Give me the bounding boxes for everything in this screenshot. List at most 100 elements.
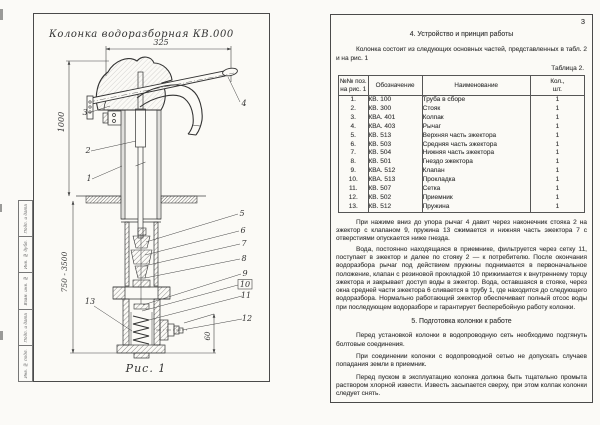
ground-hatch — [76, 195, 206, 204]
cell-qty: 1 — [529, 167, 585, 177]
cell-code: КВ. 512 — [367, 202, 423, 213]
callout-9: 9 — [242, 269, 247, 278]
callout-numbers: 1 2 3 4 5 6 7 8 9 10 11 12 13 — [82, 99, 252, 323]
preparation-paragraph-1: Перед установкой колонки в водопроводную… — [336, 332, 587, 348]
margin-label: Инв. № подл. — [23, 348, 28, 379]
dim-325-label: 325 — [153, 38, 168, 47]
cell-code: КВ. 300 — [367, 104, 423, 114]
ejector-internals — [130, 227, 153, 304]
cell-qty: 1 — [529, 176, 585, 186]
intro-paragraph: Колонка состоит из следующих основных ча… — [336, 46, 587, 62]
callout-11: 11 — [241, 291, 251, 300]
cell-pos: 13. — [348, 202, 358, 210]
callout-6: 6 — [240, 226, 245, 235]
water-column-figure: Колонка водоразборная КВ.000 325 1000 75… — [48, 29, 253, 375]
cell-name: Колпак — [421, 113, 531, 123]
spring — [132, 315, 150, 345]
margin-label: Подп. и дата — [23, 312, 28, 342]
cell-pos: 1. — [350, 96, 356, 103]
col-header-name: Наименование — [421, 75, 531, 96]
cell-pos: 7. — [350, 149, 356, 157]
callout-1: 1 — [86, 174, 91, 183]
cell-name: Прокладка — [421, 176, 531, 186]
ejector-housing — [124, 221, 159, 287]
parts-table: №№ поз. на рис. 1 Обозначение Наименован… — [338, 75, 585, 213]
preparation-paragraph-2: При соединении колонки с водопроводной с… — [336, 352, 587, 369]
cell-qty: 1 — [529, 131, 585, 141]
cell-code: КВ. 504 — [367, 149, 423, 159]
table-label: Таблица 2. — [551, 64, 584, 72]
page-number: 3 — [580, 17, 585, 26]
cell-qty: 1 — [529, 113, 585, 123]
cell-qty: 1 — [529, 202, 585, 213]
cell-name: Гнездо эжектора — [421, 158, 531, 168]
cell-name: Труба в сборе — [421, 95, 531, 105]
section5-heading: 5. Подготовка колонки к работе — [411, 318, 512, 326]
drawing-page: Колонка водоразборная КВ.000 325 1000 75… — [33, 13, 270, 382]
operation-paragraph-1: При нажиме вниз до упора рычаг 4 давит ч… — [336, 218, 587, 243]
margin-cell: Подп. и дата — [19, 310, 32, 346]
spout — [136, 84, 203, 136]
callout-12: 12 — [242, 314, 252, 323]
cell-pos: 10. — [348, 176, 358, 184]
cell-code: КВА. 512 — [367, 167, 423, 177]
cell-code: КВА. 513 — [367, 176, 423, 186]
cell-name: Нижняя часть эжектора — [421, 149, 531, 159]
operation-paragraph-2: Вода, постоянно находящаяся в приемнике,… — [336, 245, 587, 311]
cell-name: Рычаг — [421, 122, 531, 132]
col-header-pos: №№ поз. на рис. 1 — [338, 75, 369, 96]
dimension-1000 — [66, 60, 109, 197]
valve — [133, 303, 150, 310]
margin-cell: Инв. № дубл. — [19, 237, 32, 274]
section4-heading: 4. Устройство и принцип работы — [409, 31, 514, 38]
dim-750-3500-label: 750 - 3500 — [60, 251, 69, 292]
margin-label: Подп. и дата — [23, 203, 28, 234]
dim-60-label: 60 — [204, 331, 212, 340]
callout-2: 2 — [84, 146, 90, 155]
cell-qty: 1 — [529, 149, 585, 159]
col-header-qty: Кол., шт. — [529, 75, 585, 96]
cell-pos: 12. — [348, 193, 358, 201]
cell-pos: 2. — [350, 104, 356, 112]
cell-code: КВ. 501 — [367, 158, 423, 168]
table-header-row: №№ поз. на рис. 1 Обозначение Наименован… — [338, 75, 585, 96]
callout-5: 5 — [239, 209, 244, 218]
margin-cell: Инв. № подл. — [19, 346, 32, 381]
cell-qty: 1 — [529, 185, 585, 194]
cell-name: Верхняя часть эжектора — [421, 131, 531, 141]
callout-leaders — [87, 76, 243, 332]
cell-pos: 8. — [350, 158, 356, 166]
cell-code: КВ. 100 — [367, 95, 423, 105]
cell-qty: 1 — [529, 104, 585, 114]
cell-name: Средняя часть эжектора — [421, 140, 531, 150]
scan-artifact — [0, 9, 3, 20]
inlet-assembly — [156, 319, 187, 341]
collar-flange — [112, 286, 171, 300]
cell-name: Приемник — [421, 193, 531, 203]
cell-code: КВ. 513 — [367, 131, 423, 141]
callout-8: 8 — [241, 254, 246, 263]
margin-label: Взам. инв. № — [23, 276, 28, 306]
dimension-60 — [183, 313, 216, 354]
cell-code: КВА. 401 — [367, 113, 423, 123]
cell-pos: 11. — [348, 185, 358, 193]
text-page: 3 4. Устройство и принцип работы Колонка… — [330, 14, 593, 403]
margin-cell: Подп. и дата — [19, 201, 32, 238]
preparation-paragraph-3: Перед пуском в эксплуатацию колонка долж… — [336, 373, 587, 398]
col-header-code: Обозначение — [367, 75, 423, 96]
cell-pos: 9. — [350, 167, 356, 175]
figure-caption: Рис. 1 — [125, 362, 167, 375]
cell-pos: 3. — [350, 113, 356, 121]
cell-pos: 4. — [350, 122, 356, 130]
cell-name: Сетка — [421, 185, 531, 194]
cell-qty: 1 — [529, 122, 585, 132]
